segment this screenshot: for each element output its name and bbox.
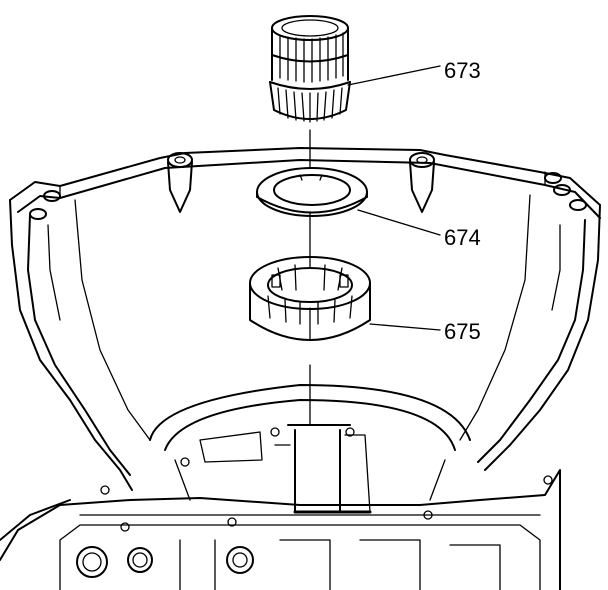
part-674-washer [256, 167, 368, 217]
callout-674-label: 674 [444, 225, 481, 250]
callout-675: 675 [369, 319, 481, 344]
bolt-boss-left [167, 152, 193, 213]
part-675-bearing [249, 256, 371, 341]
callout-675-label: 675 [444, 319, 481, 344]
transmission-case [0, 147, 601, 590]
callout-673-leader [347, 65, 441, 86]
callout-674-leader [357, 209, 441, 236]
callout-673: 673 [347, 58, 481, 86]
callout-675-leader [369, 323, 441, 331]
callout-674: 674 [357, 209, 481, 250]
part-673-gear [269, 15, 351, 123]
bolt-boss-right [409, 152, 435, 213]
callout-673-label: 673 [444, 58, 481, 83]
